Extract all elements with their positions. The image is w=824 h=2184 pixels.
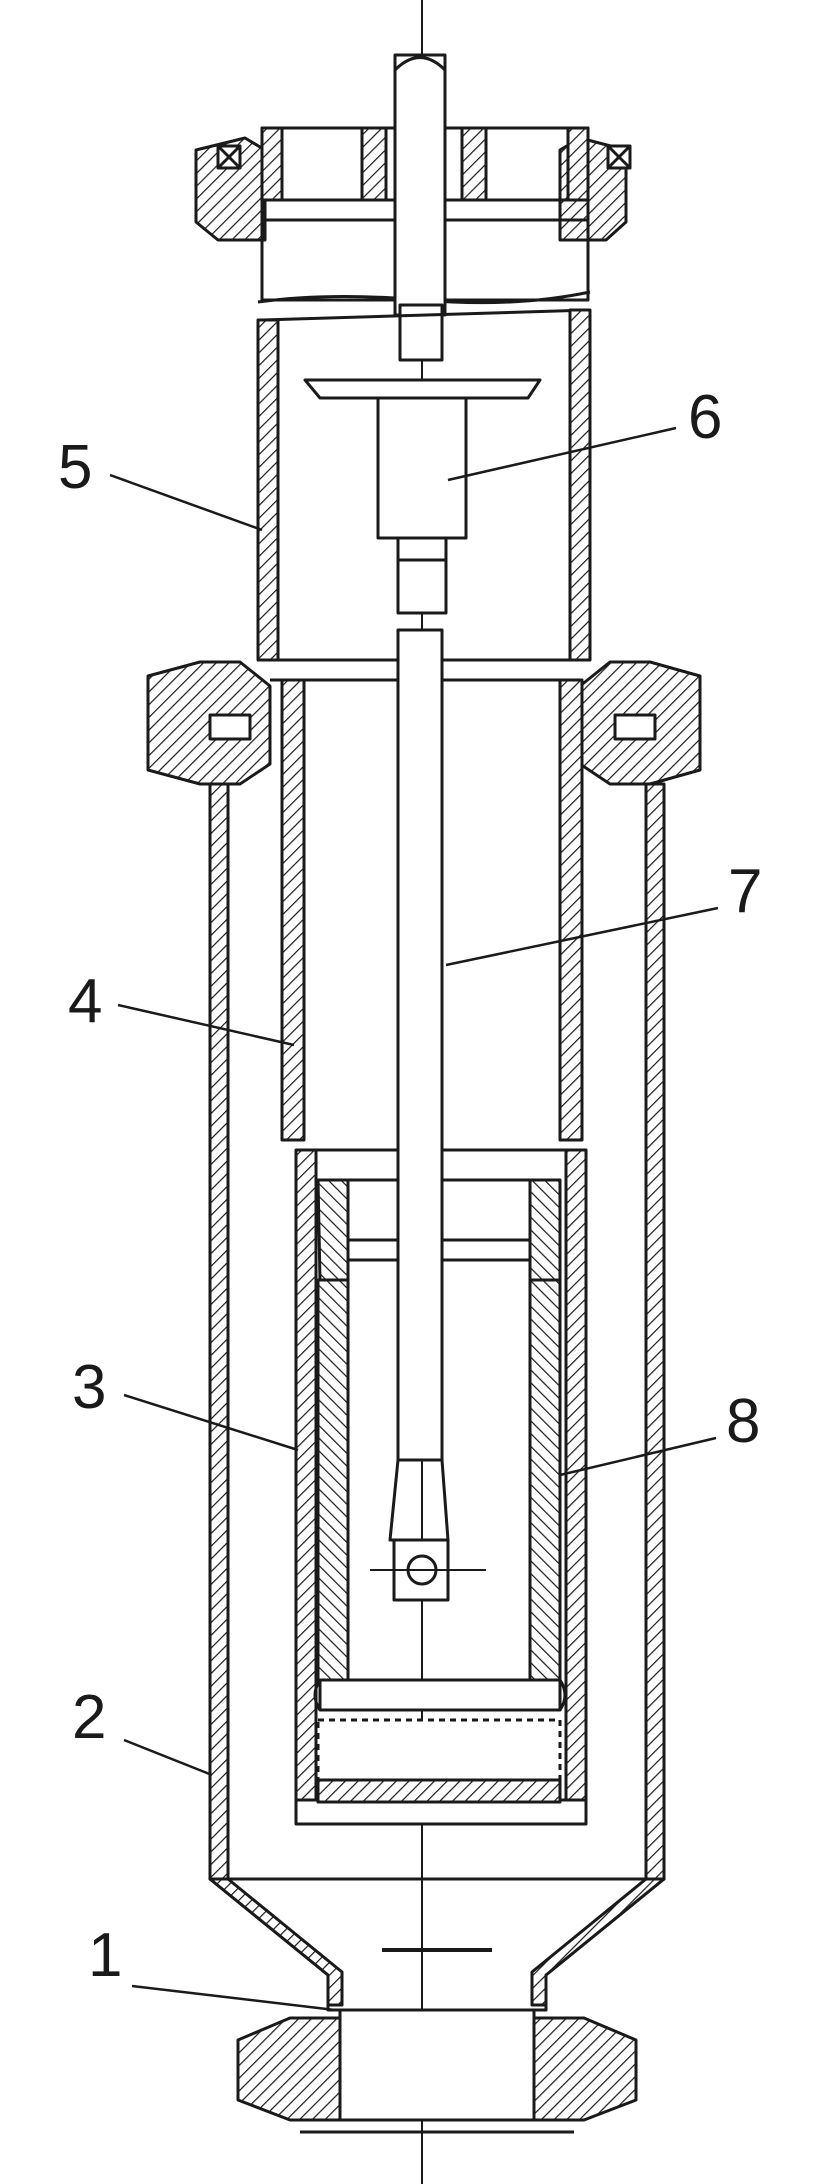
cylinder xyxy=(294,1148,588,1826)
label-5: 5 xyxy=(58,433,92,502)
middle-clamp xyxy=(146,658,702,786)
leader-6 xyxy=(447,426,677,482)
label-6: 6 xyxy=(688,383,722,452)
label-2: 2 xyxy=(72,1683,106,1752)
label-8: 8 xyxy=(726,1387,760,1456)
long-stem xyxy=(370,628,486,1602)
label-1: 1 xyxy=(88,1921,122,1990)
leader-5 xyxy=(109,473,263,532)
label-7: 7 xyxy=(728,857,762,926)
valve-disc xyxy=(303,378,542,615)
outer-housing xyxy=(208,782,666,1881)
label-3: 3 xyxy=(72,1353,106,1422)
leader-2 xyxy=(123,1738,213,1777)
leader-4 xyxy=(117,1003,295,1047)
leader-3 xyxy=(123,1393,299,1452)
label-4: 4 xyxy=(68,967,102,1036)
inner-sleeve xyxy=(280,678,584,1142)
leader-8 xyxy=(559,1436,717,1477)
part-labels: 1 2 3 4 5 6 7 8 xyxy=(58,383,762,1990)
leader-1 xyxy=(131,1984,336,2012)
leader-7 xyxy=(445,906,719,967)
leader-lines xyxy=(109,426,719,2012)
bottom-outlet xyxy=(208,1877,666,2134)
